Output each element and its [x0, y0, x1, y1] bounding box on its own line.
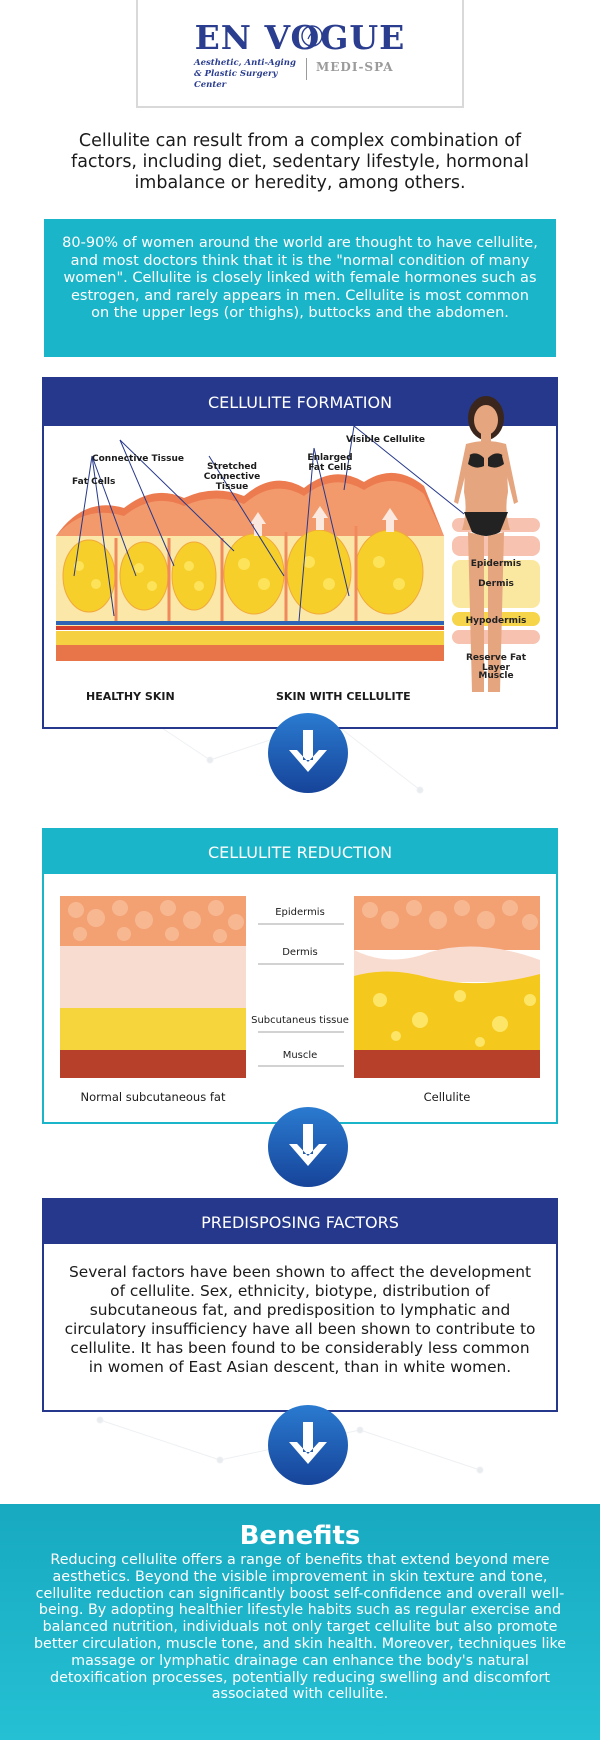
tag-dermis: Dermis: [478, 579, 514, 589]
reduction-title: CELLULITE REDUCTION: [207, 843, 393, 862]
label-enlarged-fat-cells: Enlarged Fat Cells: [307, 453, 353, 473]
brand-tagline: Aesthetic, Anti-Aging & Plastic Surgery …: [194, 58, 296, 90]
arrow-down-icon: [268, 1405, 348, 1485]
factors-header: PREDISPOSING FACTORS: [44, 1200, 556, 1244]
reduction-layer-muscle: Muscle: [282, 1050, 318, 1061]
tag-epidermis: Epidermis: [470, 559, 522, 569]
formation-title: CELLULITE FORMATION: [207, 393, 393, 412]
factors-text: Several factors have been shown to affec…: [64, 1263, 536, 1376]
reduction-header: CELLULITE REDUCTION: [44, 830, 556, 874]
stat-text: 80-90% of women around the world are tho…: [62, 235, 538, 321]
formation-skin-diagram: [56, 426, 540, 661]
reduction-layer-epidermis: Epidermis: [275, 907, 325, 918]
reduction-layer-dermis: Dermis: [282, 947, 318, 958]
tag-hypodermis: Hypodermis: [465, 616, 527, 626]
label-fat-cells: Fat Cells: [72, 477, 116, 487]
brand-name: EN VOGUE: [194, 18, 406, 57]
logo-emblem-icon: [301, 25, 323, 47]
arrow-down-icon: [268, 713, 348, 793]
factors-title: PREDISPOSING FACTORS: [201, 1213, 399, 1232]
label-visible-cellulite: Visible Cellulite: [346, 435, 425, 445]
intro-text: Cellulite can result from a complex comb…: [71, 131, 529, 193]
stat-box: 80-90% of women around the world are tho…: [44, 219, 556, 357]
brand-logo: EN VOGUE Aesthetic, Anti-Aging & Plastic…: [136, 0, 464, 108]
benefits-section: [0, 1504, 600, 1740]
arrow-down-icon: [268, 1107, 348, 1187]
label-connective-tissue: Connective Tissue: [92, 454, 184, 464]
caption-healthy-skin: HEALTHY SKIN: [86, 690, 175, 703]
factors-panel: PREDISPOSING FACTORS Several factors hav…: [42, 1198, 558, 1412]
caption-cellulite: Cellulite: [423, 1090, 471, 1104]
tag-reserve-fat: Reserve Fat Layer: [465, 653, 527, 673]
benefits-text: Reducing cellulite offers a range of ben…: [33, 1552, 567, 1703]
caption-normal-fat: Normal subcutaneous fat: [80, 1090, 226, 1104]
tag-muscle: Muscle: [478, 671, 514, 681]
brand-suffix: MEDI-SPA: [316, 60, 394, 74]
woman-figure-icon: [454, 396, 518, 692]
caption-skin-cellulite: SKIN WITH CELLULITE: [276, 690, 411, 703]
label-stretched-connective: Stretched Connective Tissue: [203, 462, 261, 492]
brand-separator: [306, 58, 307, 80]
reduction-diagram: [60, 896, 540, 1078]
reduction-layer-subcutaneus: Subcutaneus tissue: [251, 1015, 349, 1026]
benefits-title: Benefits: [239, 1521, 361, 1551]
